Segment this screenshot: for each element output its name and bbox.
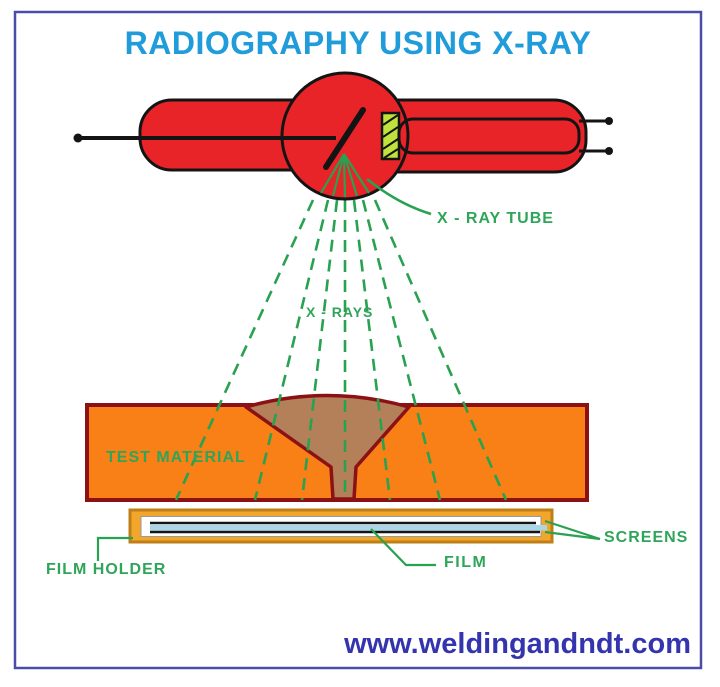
label-screens: SCREENS [604, 529, 689, 546]
leader-xray-tube [366, 177, 432, 216]
x-ray-beams-group [174, 199, 508, 501]
x-ray-beam [300, 199, 339, 501]
filament-hatching [382, 114, 399, 159]
weld-seam [244, 393, 411, 501]
label-test-material: TEST MATERIAL [106, 449, 246, 466]
tube-inner-envelope [397, 117, 581, 155]
label-film: FILM [444, 554, 488, 571]
focal-spot-fan [320, 153, 370, 198]
x-ray-beam [253, 199, 330, 501]
border-frame [13, 10, 703, 670]
x-ray-beam [174, 199, 315, 501]
leader-lines-group [96, 177, 601, 567]
leader-film-holder [96, 536, 133, 561]
anode-terminal-dot-top [605, 117, 613, 125]
x-ray-beam [373, 199, 508, 501]
website-caption: www.weldingandndt.com [344, 628, 691, 660]
label-x-rays: X - RAYS [306, 304, 374, 320]
leader-film [370, 528, 436, 567]
leader-screen-top [544, 519, 601, 541]
x-ray-tube-group [73, 71, 613, 201]
anode-terminal-dot-bottom [605, 147, 613, 155]
film-holder-group [128, 508, 554, 544]
test-material-group [85, 393, 589, 502]
label-film-holder: FILM HOLDER [46, 561, 167, 578]
cathode-terminal-dot [73, 133, 83, 143]
diagram-title: RADIOGRAPHY USING X-RAY [124, 25, 592, 61]
leader-screen-bottom [544, 530, 601, 541]
x-ray-beam [352, 199, 392, 501]
anode-target [323, 107, 366, 170]
label-x-ray-tube: X - RAY TUBE [437, 210, 554, 227]
x-ray-beam [361, 199, 442, 501]
film-strip [150, 525, 547, 531]
